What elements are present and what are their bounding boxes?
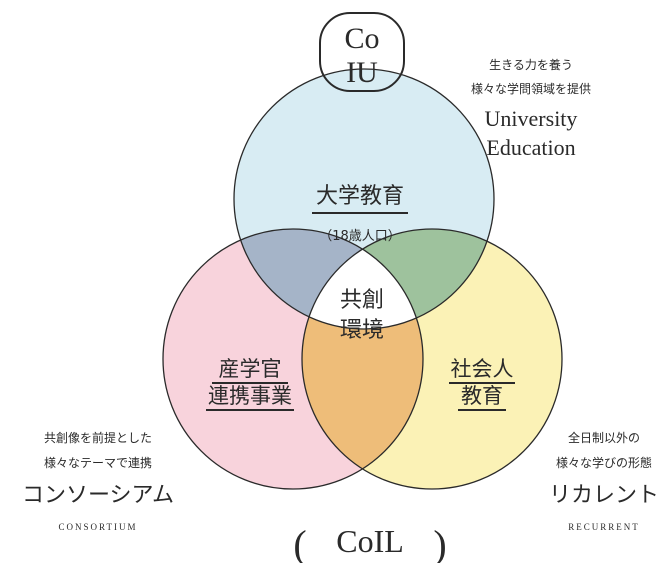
caption-right-jp-2: 様々な学びの形態: [556, 455, 652, 470]
right-circle-label-line2: 教育: [461, 384, 503, 408]
caption-right-roman: RECURRENT: [568, 522, 640, 532]
left-circle-label-line1: 産学官: [219, 357, 282, 381]
caption-left-katakana: コンソーシアム: [22, 483, 174, 508]
left-circle-label-line2: 連携事業: [208, 384, 292, 408]
caption-top-right-en-2: Education: [486, 135, 575, 160]
svg-text:Co: Co: [344, 22, 379, 55]
svg-text:): ): [433, 522, 446, 563]
coil-logo: ( CoIL ): [293, 522, 446, 563]
top-circle-subtitle: （18歳人口）: [319, 229, 401, 244]
right-circle-label-line1: 社会人: [451, 357, 514, 381]
svg-text:IU: IU: [346, 56, 378, 89]
caption-top-right-jp-2: 様々な学問領域を提供: [471, 81, 591, 96]
caption-top-right-jp-1: 生きる力を養う: [489, 57, 573, 72]
overlap-center: [302, 229, 423, 329]
svg-text:(: (: [293, 522, 306, 563]
center-label-line1: 共創: [340, 288, 384, 313]
caption-top-right-en-1: University: [485, 106, 578, 131]
caption-left-roman: CONSORTIUM: [59, 522, 138, 532]
top-circle-title: 大学教育: [316, 184, 404, 209]
caption-left-jp-1: 共創像を前提とした: [44, 430, 152, 445]
center-label-line2: 環境: [340, 318, 384, 343]
coiu-logo: Co IU: [319, 12, 405, 92]
caption-right-jp-1: 全日制以外の: [568, 430, 640, 445]
caption-left-jp-2: 様々なテーマで連携: [44, 455, 152, 470]
caption-right-katakana: リカレント: [549, 483, 659, 508]
svg-text:CoIL: CoIL: [336, 523, 404, 559]
